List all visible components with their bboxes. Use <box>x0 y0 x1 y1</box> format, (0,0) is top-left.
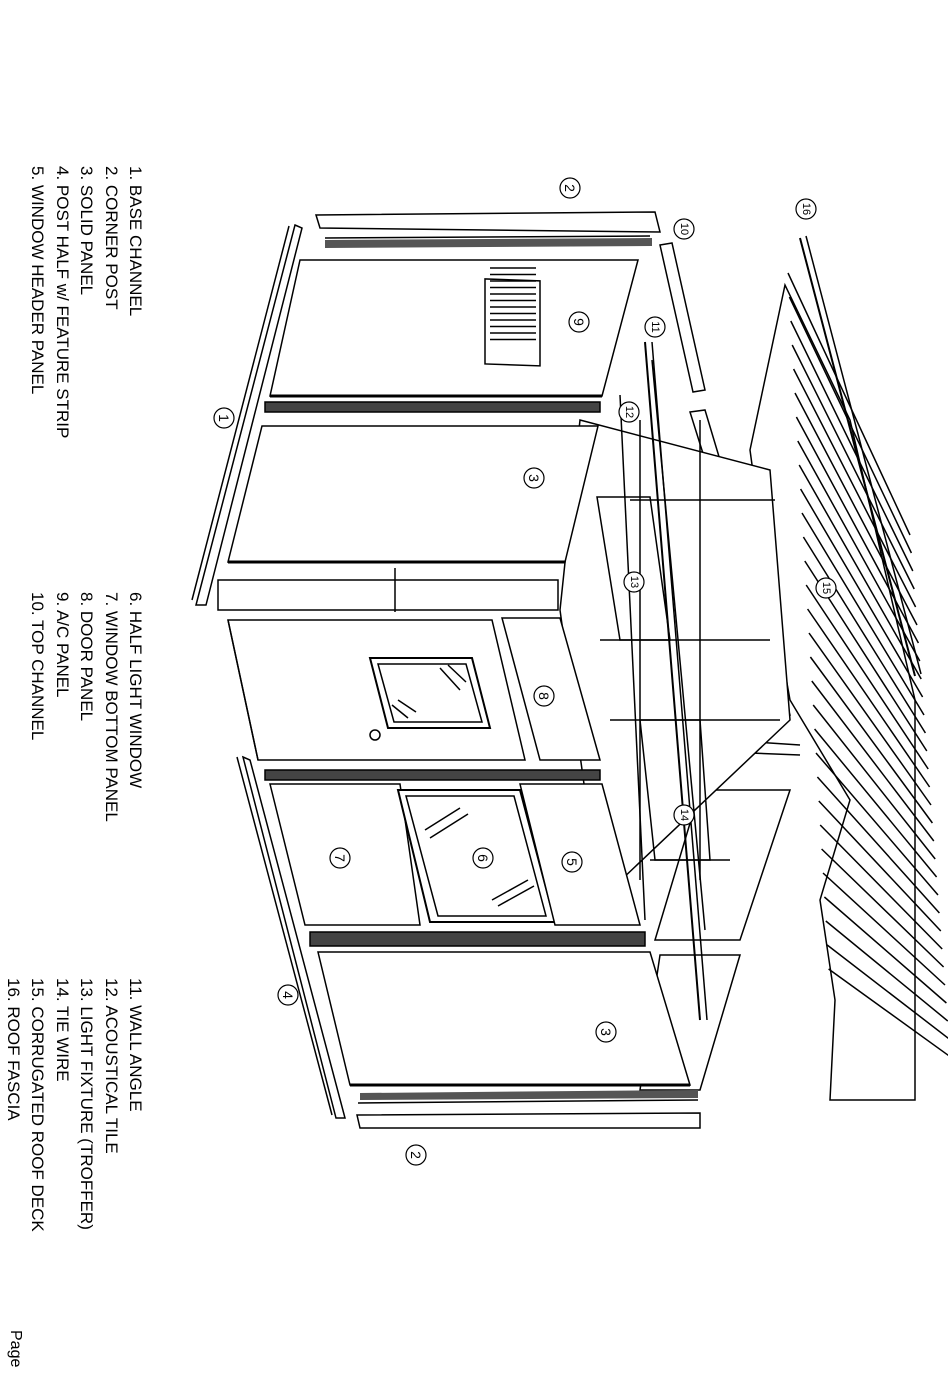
svg-text:2: 2 <box>408 1151 424 1159</box>
legend-item-4: 4. POST HALF w/ FEATURE STRIP <box>52 166 72 439</box>
svg-text:1: 1 <box>216 414 232 422</box>
svg-text:11: 11 <box>649 321 661 332</box>
corner-post-bottom <box>356 1090 701 1129</box>
legend-item-15: 15. CORRUGATED ROOF DECK <box>28 978 48 1232</box>
legend-item-1: 1. BASE CHANNEL <box>126 166 145 317</box>
legend-column-3: 11. WALL ANGLE 12. ACOUSTICAL TILE 13. L… <box>1 978 147 1232</box>
svg-text:13: 13 <box>628 576 640 588</box>
callout-11: 11 <box>644 316 666 338</box>
roof-fascia <box>799 235 922 677</box>
callout-10: 10 <box>673 218 695 240</box>
legend-item-14: 14. TIE WIRE <box>52 978 72 1082</box>
legend-item-16: 16. ROOF FASCIA <box>4 978 24 1121</box>
legend-item-6: 6. HALF LIGHT WINDOW <box>126 592 145 789</box>
callout-5: 5 <box>561 851 583 873</box>
legend-item-8: 8. DOOR PANEL <box>77 592 97 722</box>
callout-9: 9 <box>568 311 590 333</box>
callout-2: 2 <box>405 1144 427 1166</box>
callout-2: 2 <box>559 177 581 199</box>
svg-text:9: 9 <box>571 318 587 326</box>
solid-panel-right <box>317 951 692 1087</box>
callout-3: 3 <box>523 467 545 489</box>
svg-text:14: 14 <box>678 809 690 821</box>
svg-text:15: 15 <box>820 582 832 594</box>
legend-item-3: 3. SOLID PANEL <box>77 166 97 296</box>
callout-13: 13 <box>623 571 645 593</box>
svg-text:3: 3 <box>526 474 542 482</box>
callout-14: 14 <box>673 804 695 826</box>
svg-text:2: 2 <box>562 184 578 192</box>
svg-text:16: 16 <box>800 203 812 215</box>
svg-text:6: 6 <box>475 854 491 862</box>
legend-item-11: 11. WALL ANGLE <box>126 978 145 1112</box>
legend-item-9: 9. A/C PANEL <box>52 592 72 698</box>
svg-text:7: 7 <box>332 854 348 862</box>
svg-text:8: 8 <box>536 692 552 700</box>
legend-item-12: 12. ACOUSTICAL TILE <box>101 978 121 1154</box>
window-header-panel <box>519 783 641 926</box>
wall-angle <box>644 341 708 1021</box>
callout-8: 8 <box>533 685 555 707</box>
callout-6: 6 <box>472 847 494 869</box>
callout-1: 1 <box>213 407 235 429</box>
corner-post-top <box>314 211 661 248</box>
callout-7: 7 <box>329 847 351 869</box>
solid-panel-left <box>227 425 599 564</box>
callout-3: 3 <box>595 1021 617 1043</box>
legend-column-1: 1. BASE CHANNEL 2. CORNER POST 3. SOLID … <box>25 166 147 438</box>
base-channel <box>191 223 346 1119</box>
legend-item-5: 5. WINDOW HEADER PANEL <box>28 166 48 395</box>
svg-text:4: 4 <box>280 991 296 999</box>
legend-column-2: 6. HALF LIGHT WINDOW 7. WINDOW BOTTOM PA… <box>25 592 147 822</box>
door-panel <box>227 619 526 761</box>
ceiling-grid <box>559 359 791 931</box>
legend-item-2: 2. CORNER POST <box>101 166 121 310</box>
page-label: Page <box>7 1330 24 1368</box>
legend-item-13: 13. LIGHT FIXTURE (TROFFER) <box>77 978 97 1230</box>
callout-16: 16 <box>795 198 817 220</box>
legend-item-10: 10. TOP CHANNEL <box>28 592 48 741</box>
svg-text:10: 10 <box>678 223 690 235</box>
svg-text:12: 12 <box>623 406 635 418</box>
svg-text:3: 3 <box>598 1028 614 1036</box>
svg-text:5: 5 <box>564 858 580 866</box>
callout-12: 12 <box>618 401 640 423</box>
callout-4: 4 <box>277 984 299 1006</box>
post-half-feature-strip <box>309 931 646 947</box>
ac-panel <box>269 259 639 398</box>
callout-15: 15 <box>815 577 837 599</box>
legend-item-7: 7. WINDOW BOTTOM PANEL <box>101 592 121 822</box>
